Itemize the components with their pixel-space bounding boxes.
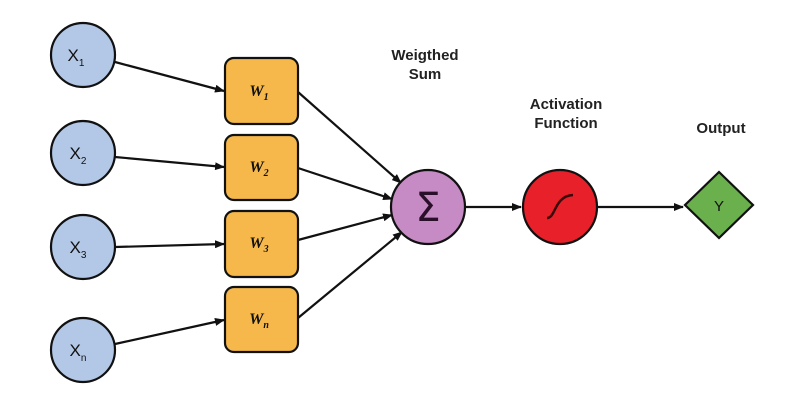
edge-w1-sum [297, 91, 402, 184]
svg-text:X1: X1 [68, 46, 85, 69]
edge-xn-wn [114, 318, 225, 346]
sigmoid-curve-icon [546, 193, 574, 220]
input-label: X [70, 144, 81, 163]
weight-label: W [249, 159, 265, 176]
svg-text:Xn: Xn [70, 341, 87, 364]
weight-label: W [249, 83, 265, 100]
input-node-n: Xn [49, 316, 117, 384]
input-node-2: X2 [49, 119, 117, 187]
svg-text:X3: X3 [70, 238, 87, 261]
input-label: X [70, 238, 81, 257]
svg-text:Wn: Wn [249, 311, 269, 331]
svg-text:W3: W3 [249, 235, 268, 255]
output-symbol: Y [714, 198, 724, 215]
svg-text:W2: W2 [249, 159, 268, 179]
edge-x3-w3 [114, 240, 225, 249]
input-label: X [70, 341, 81, 360]
svg-text:X2: X2 [70, 144, 87, 167]
svg-text:W1: W1 [249, 83, 268, 103]
weight-subscript: 3 [263, 244, 269, 255]
input-node-3: X3 [49, 213, 117, 281]
edge-wn-sum [297, 231, 403, 319]
edge-x1-w1 [114, 60, 225, 93]
weight-label: W [249, 235, 265, 252]
weight-node-1: W1 [223, 56, 300, 126]
weight-subscript: n [263, 320, 269, 331]
input-subscript: 3 [81, 250, 87, 261]
edge-w2-sum [297, 166, 393, 201]
input-subscript: 2 [81, 156, 87, 167]
edge-w3-sum [297, 213, 393, 242]
summation-node: Σ [389, 168, 467, 246]
edge-x2-w2 [114, 155, 225, 171]
input-node-1: X1 [49, 21, 117, 89]
activation-node [521, 168, 599, 246]
sigma-icon: Σ [415, 185, 440, 231]
output-label: Output [696, 120, 745, 137]
input-subscript: n [81, 353, 87, 364]
input-subscript: 1 [79, 58, 85, 69]
weight-label: W [249, 311, 265, 328]
output-node: Y [683, 170, 755, 240]
weight-subscript: 1 [264, 92, 269, 103]
weight-node-n: Wn [223, 285, 300, 354]
input-label: X [68, 46, 79, 65]
weight-node-2: W2 [223, 133, 300, 202]
weight-node-3: W3 [223, 209, 300, 279]
weight-subscript: 2 [263, 168, 269, 179]
